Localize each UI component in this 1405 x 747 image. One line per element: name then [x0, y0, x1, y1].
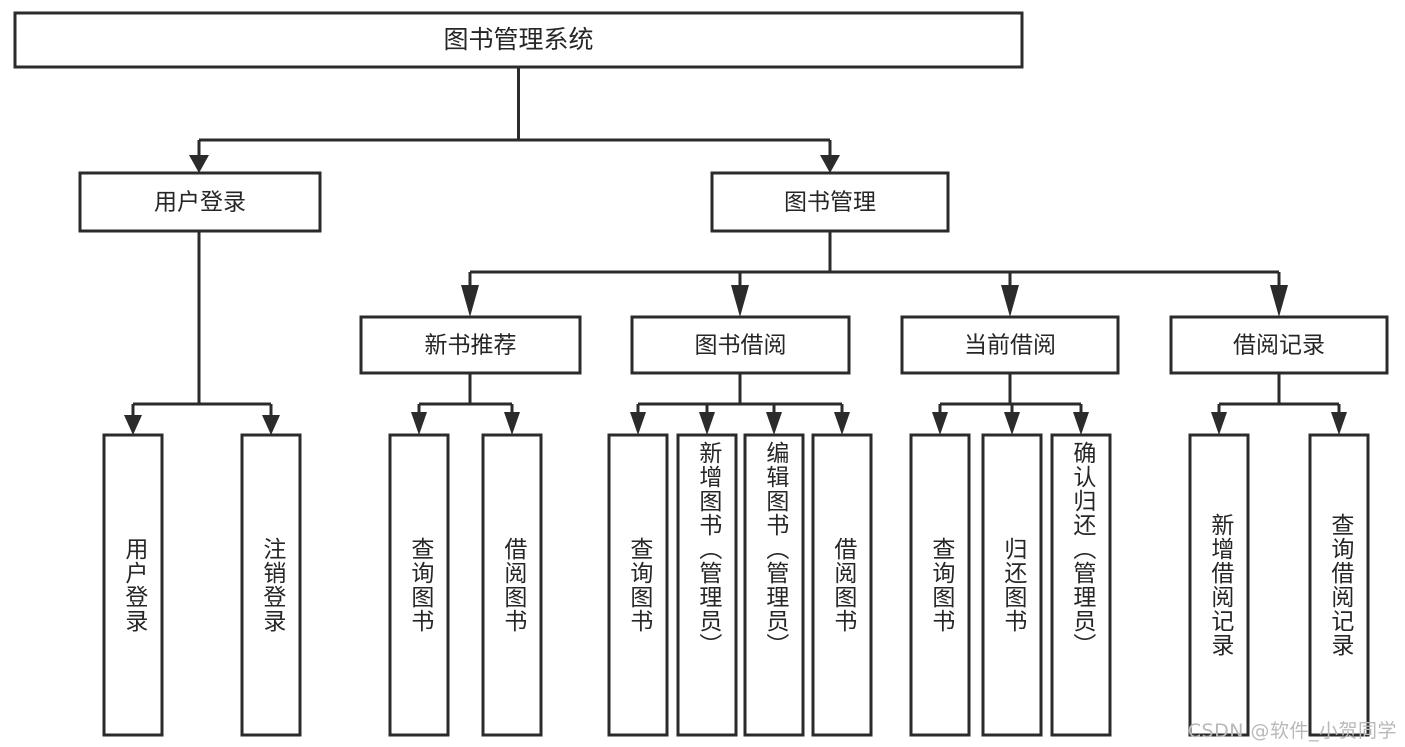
arrowhead-leaf-return-book	[1004, 412, 1020, 435]
node-leaf-add-record-box[interactable]	[1188, 433, 1250, 737]
arrowhead-leaf-add-book-admin	[699, 412, 715, 435]
node-user-login-label: 用户登录	[154, 190, 246, 216]
arrowhead-leaf-confirm-return-admin	[1073, 412, 1089, 435]
node-book-manage-box[interactable]	[710, 171, 950, 233]
arrowhead-leaf-query-book-borrow	[630, 412, 646, 435]
connector-group-current-borrow	[932, 373, 1089, 435]
node-leaf-add-book-admin-box[interactable]	[676, 433, 738, 737]
connector-group-user-login	[124, 231, 280, 435]
connector-group-new-book-recommend	[411, 373, 520, 435]
arrowhead-leaf-edit-book-admin	[766, 412, 782, 435]
node-current-borrow-label: 当前借阅	[964, 333, 1056, 359]
connector-group-book-borrow	[630, 373, 850, 435]
node-book-borrow-box[interactable]	[630, 315, 851, 375]
node-borrow-record-box[interactable]	[1169, 315, 1389, 375]
node-new-book-recommend[interactable]: 新书推荐	[359, 315, 582, 375]
node-book-manage[interactable]: 图书管理	[710, 171, 950, 233]
node-leaf-return-book-box[interactable]	[981, 433, 1043, 737]
watermark-text: CSDN @软件_小贺同学	[1187, 720, 1397, 742]
node-book-borrow-label: 图书借阅	[695, 333, 787, 359]
arrowhead-leaf-borrow-book-rec	[504, 412, 520, 435]
arrowhead-leaf-user-login	[124, 415, 142, 435]
arrowhead-borrow-record	[1270, 285, 1288, 317]
node-user-login-box[interactable]	[78, 171, 322, 233]
arrowhead-book-manage	[820, 155, 840, 173]
connector-group-book-manage	[461, 231, 1288, 317]
node-leaf-query-book-rec-box[interactable]	[388, 433, 450, 737]
arrowhead-user-login	[189, 155, 209, 173]
node-current-borrow-box[interactable]	[900, 315, 1120, 375]
node-current-borrow[interactable]: 当前借阅	[900, 315, 1120, 375]
node-book-manage-label: 图书管理	[784, 190, 876, 216]
arrowhead-new-book-recommend	[461, 285, 479, 317]
arrowhead-leaf-borrow-book	[834, 412, 850, 435]
node-leaf-confirm-return-admin-box[interactable]	[1050, 433, 1112, 737]
arrowhead-leaf-logout-login	[262, 415, 280, 435]
node-leaf-logout-login-box[interactable]	[240, 433, 302, 737]
node-new-book-recommend-label: 新书推荐	[425, 333, 517, 359]
node-borrow-record[interactable]: 借阅记录	[1169, 315, 1389, 375]
node-leaf-borrow-book-rec-box[interactable]	[481, 433, 543, 737]
node-borrow-record-label: 借阅记录	[1233, 333, 1325, 359]
node-book-borrow[interactable]: 图书借阅	[630, 315, 851, 375]
arrowhead-book-borrow	[731, 285, 749, 317]
node-leaf-user-login-box[interactable]	[102, 433, 164, 737]
node-leaf-query-book-current-box[interactable]	[909, 433, 971, 737]
node-leaf-query-book-borrow-box[interactable]	[607, 433, 669, 737]
connector-group-borrow-record	[1211, 373, 1347, 435]
arrowhead-current-borrow	[1001, 285, 1019, 317]
node-user-login[interactable]: 用户登录	[78, 171, 322, 233]
node-root-label: 图书管理系统	[443, 25, 593, 54]
arrowhead-leaf-query-book-current	[932, 412, 948, 435]
leaf-boxes	[102, 433, 1370, 737]
node-leaf-query-record-box[interactable]	[1308, 433, 1370, 737]
arrowhead-leaf-add-record	[1211, 412, 1227, 435]
node-leaf-edit-book-admin-box[interactable]	[743, 433, 805, 737]
node-root-box[interactable]	[13, 11, 1024, 69]
node-root[interactable]: 图书管理系统	[13, 11, 1024, 69]
node-new-book-recommend-box[interactable]	[359, 315, 582, 375]
arrowhead-leaf-query-record	[1331, 412, 1347, 435]
node-leaf-borrow-book-box[interactable]	[811, 433, 873, 737]
arrowhead-leaf-query-book-rec	[411, 412, 427, 435]
connector-group-root	[189, 67, 840, 173]
